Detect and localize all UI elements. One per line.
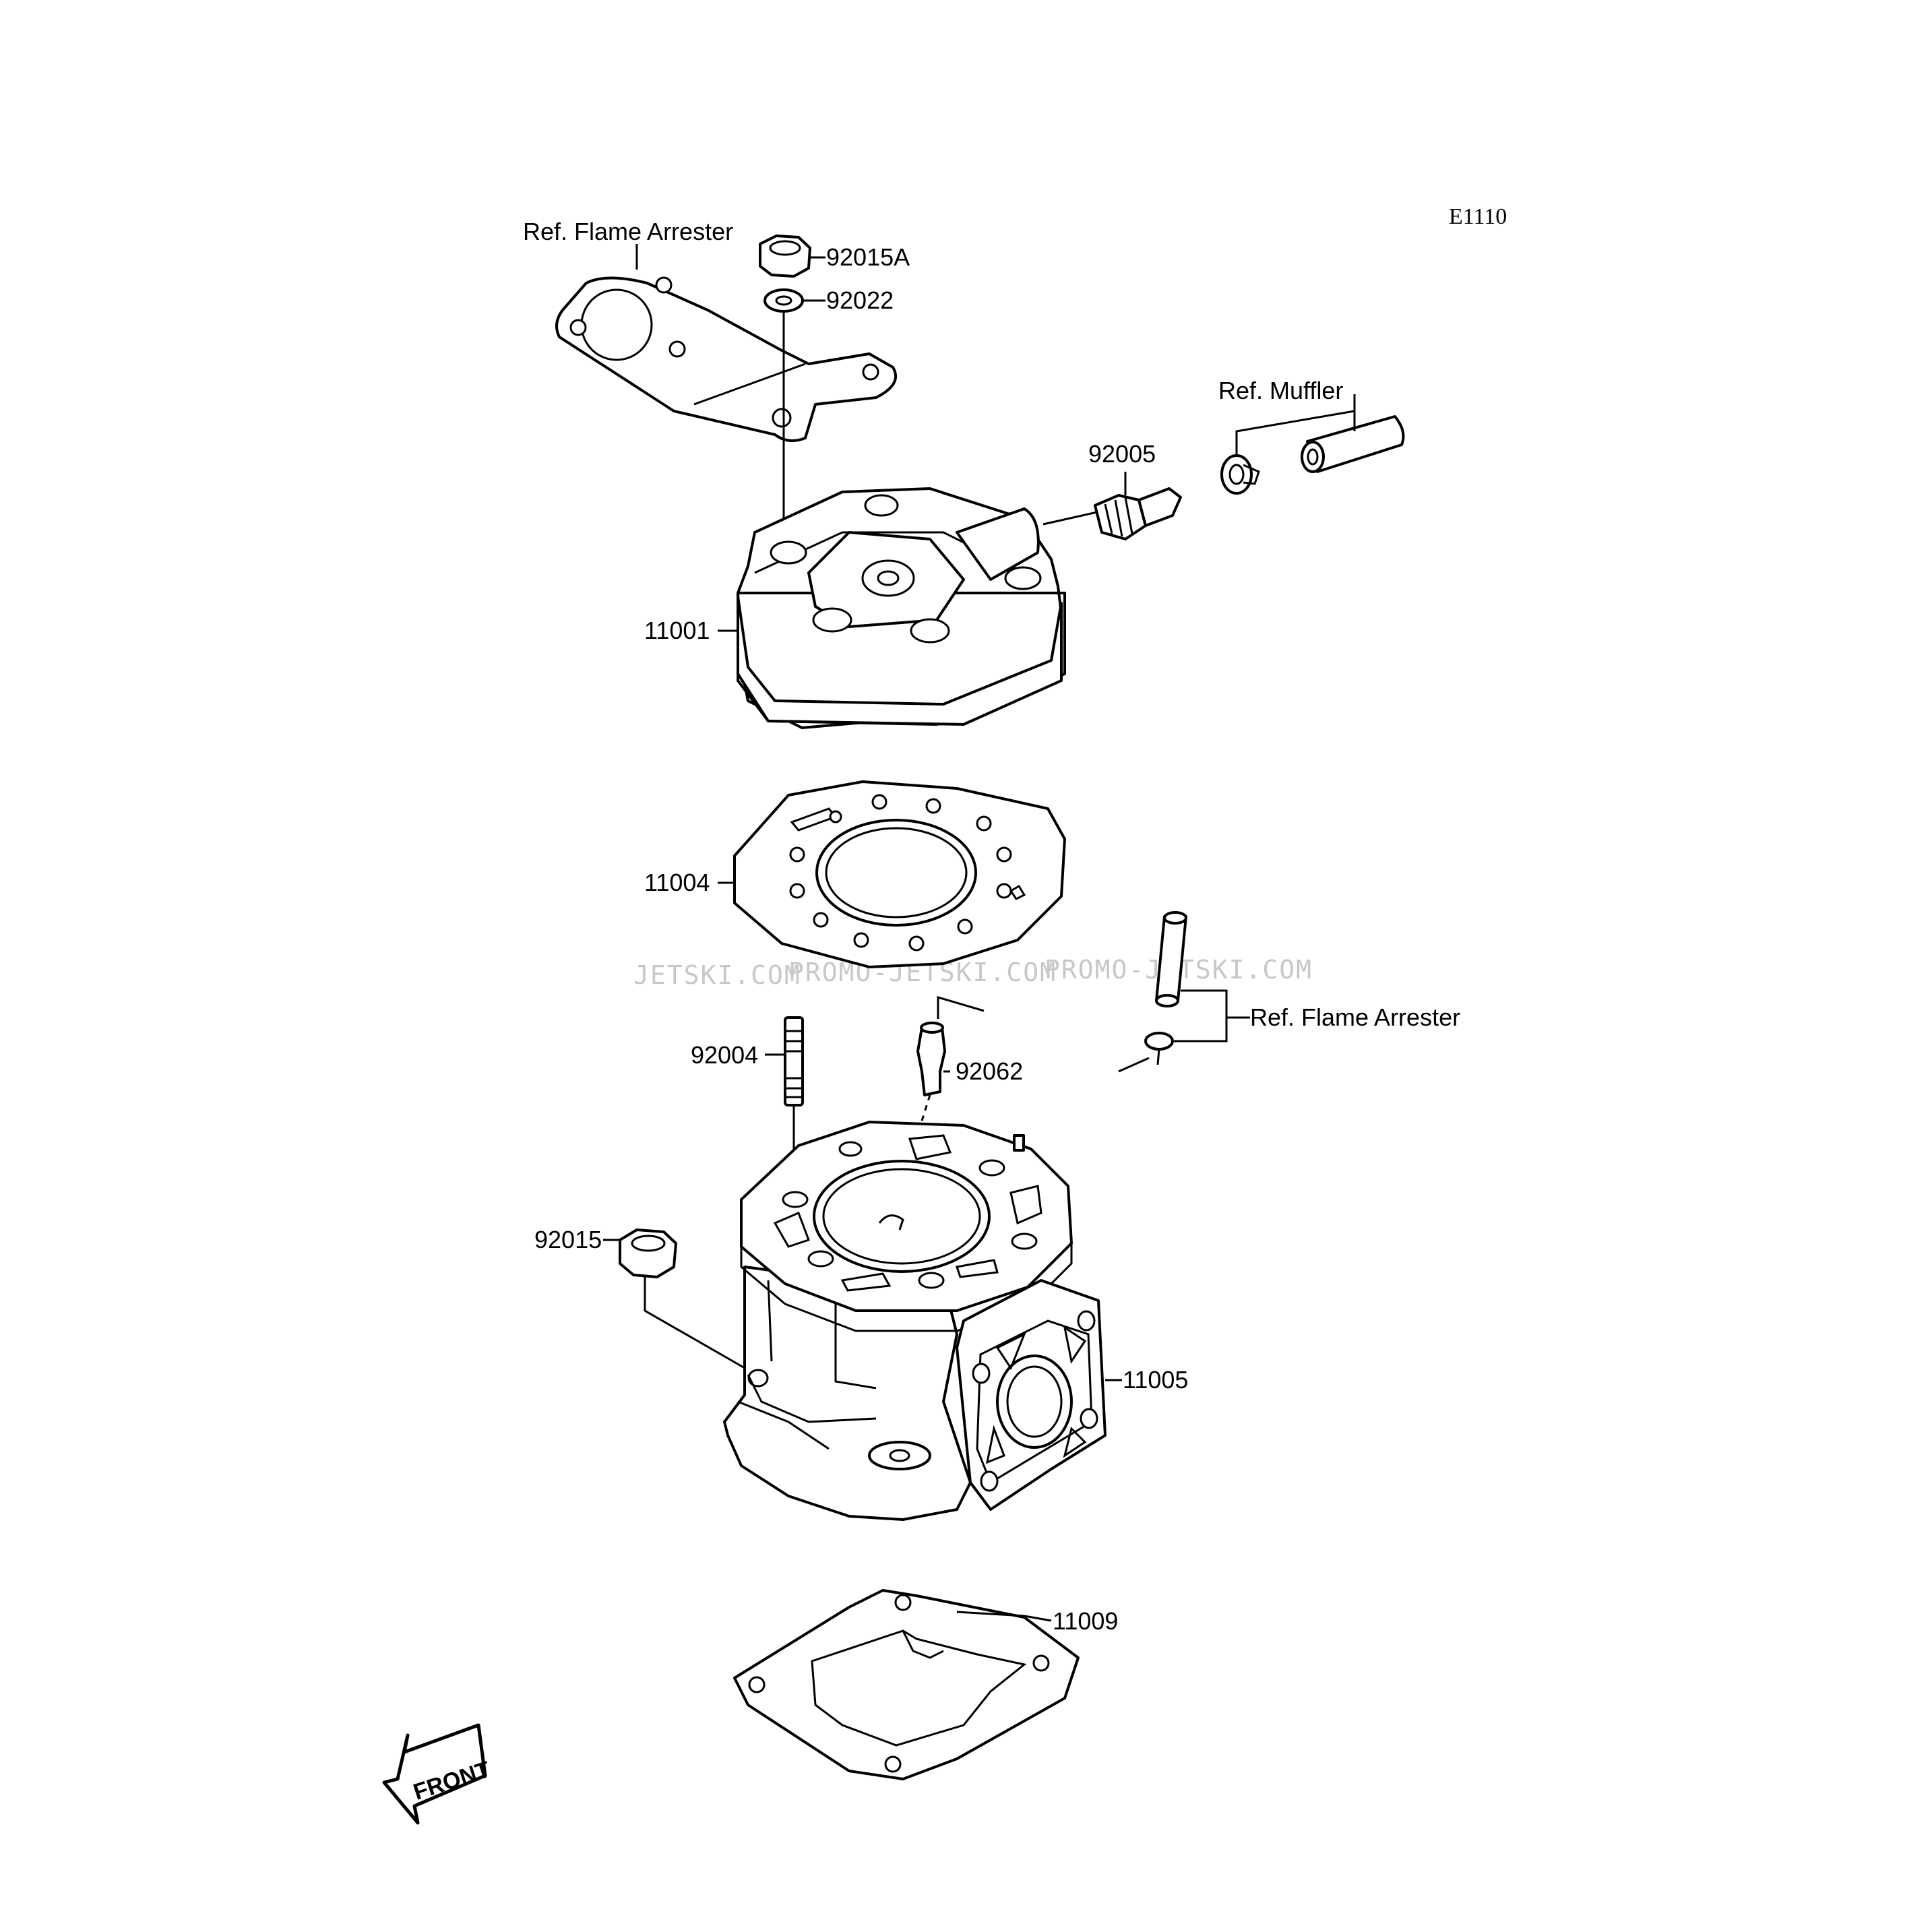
label-92004: 92004 xyxy=(691,1041,758,1069)
diagram-code: E1110 xyxy=(1449,204,1507,229)
screw-92062 xyxy=(916,1022,946,1096)
label-ref-flame-arrester-top: Ref. Flame Arrester xyxy=(523,218,733,245)
leader-11009 xyxy=(956,1611,1052,1622)
label-92005: 92005 xyxy=(1088,440,1156,468)
cylinder-11005 xyxy=(723,1121,1107,1521)
label-ref-muffler: Ref. Muffler xyxy=(1218,377,1343,404)
fitting-92005 xyxy=(1094,487,1182,540)
muffler-clamp xyxy=(1220,454,1260,495)
leader-muffler-clamp xyxy=(1235,394,1356,456)
leader-plug-tail xyxy=(1118,1057,1150,1073)
label-92015A: 92015A xyxy=(826,243,910,271)
leader-92062-top xyxy=(937,995,985,1019)
washer-92022 xyxy=(764,288,804,313)
nut-92015A xyxy=(759,235,811,278)
leader-92005-to-head xyxy=(1042,511,1098,526)
label-11001: 11001 xyxy=(644,617,710,644)
label-92062: 92062 xyxy=(956,1057,1023,1085)
label-92022: 92022 xyxy=(826,286,894,314)
callout-labels: Ref. Flame Arrester 92015A 92022 Ref. Mu… xyxy=(523,218,1460,1635)
leader-nut-92015-to-cylinder xyxy=(644,1277,745,1369)
leader-ref-flame-arrester-mid xyxy=(1174,989,1228,1042)
flame-arrester-tube xyxy=(1155,911,1187,1007)
nut-92015 xyxy=(619,1228,677,1278)
label-92015: 92015 xyxy=(534,1226,602,1253)
label-11004: 11004 xyxy=(644,869,710,896)
muffler-hose xyxy=(1301,415,1405,473)
label-11005: 11005 xyxy=(1123,1366,1188,1394)
stud-92004 xyxy=(784,1016,804,1107)
flame-arrester-bracket xyxy=(555,276,897,442)
cylinder-head-11001 xyxy=(737,487,1066,729)
label-11009: 11009 xyxy=(1053,1607,1118,1635)
watermark-1: JETSKI.COM xyxy=(633,960,801,990)
watermarks: JETSKI.COM PROMO-JETSKI.COM PROMO-JETSKI… xyxy=(633,955,1311,990)
base-gasket-11009 xyxy=(733,1589,1080,1780)
front-arrow-icon: FRONT xyxy=(382,1723,493,1825)
head-gasket-11004 xyxy=(733,780,1066,968)
flame-arrester-plug xyxy=(1144,1032,1174,1065)
label-ref-flame-arrester-mid: Ref. Flame Arrester xyxy=(1250,1003,1460,1031)
